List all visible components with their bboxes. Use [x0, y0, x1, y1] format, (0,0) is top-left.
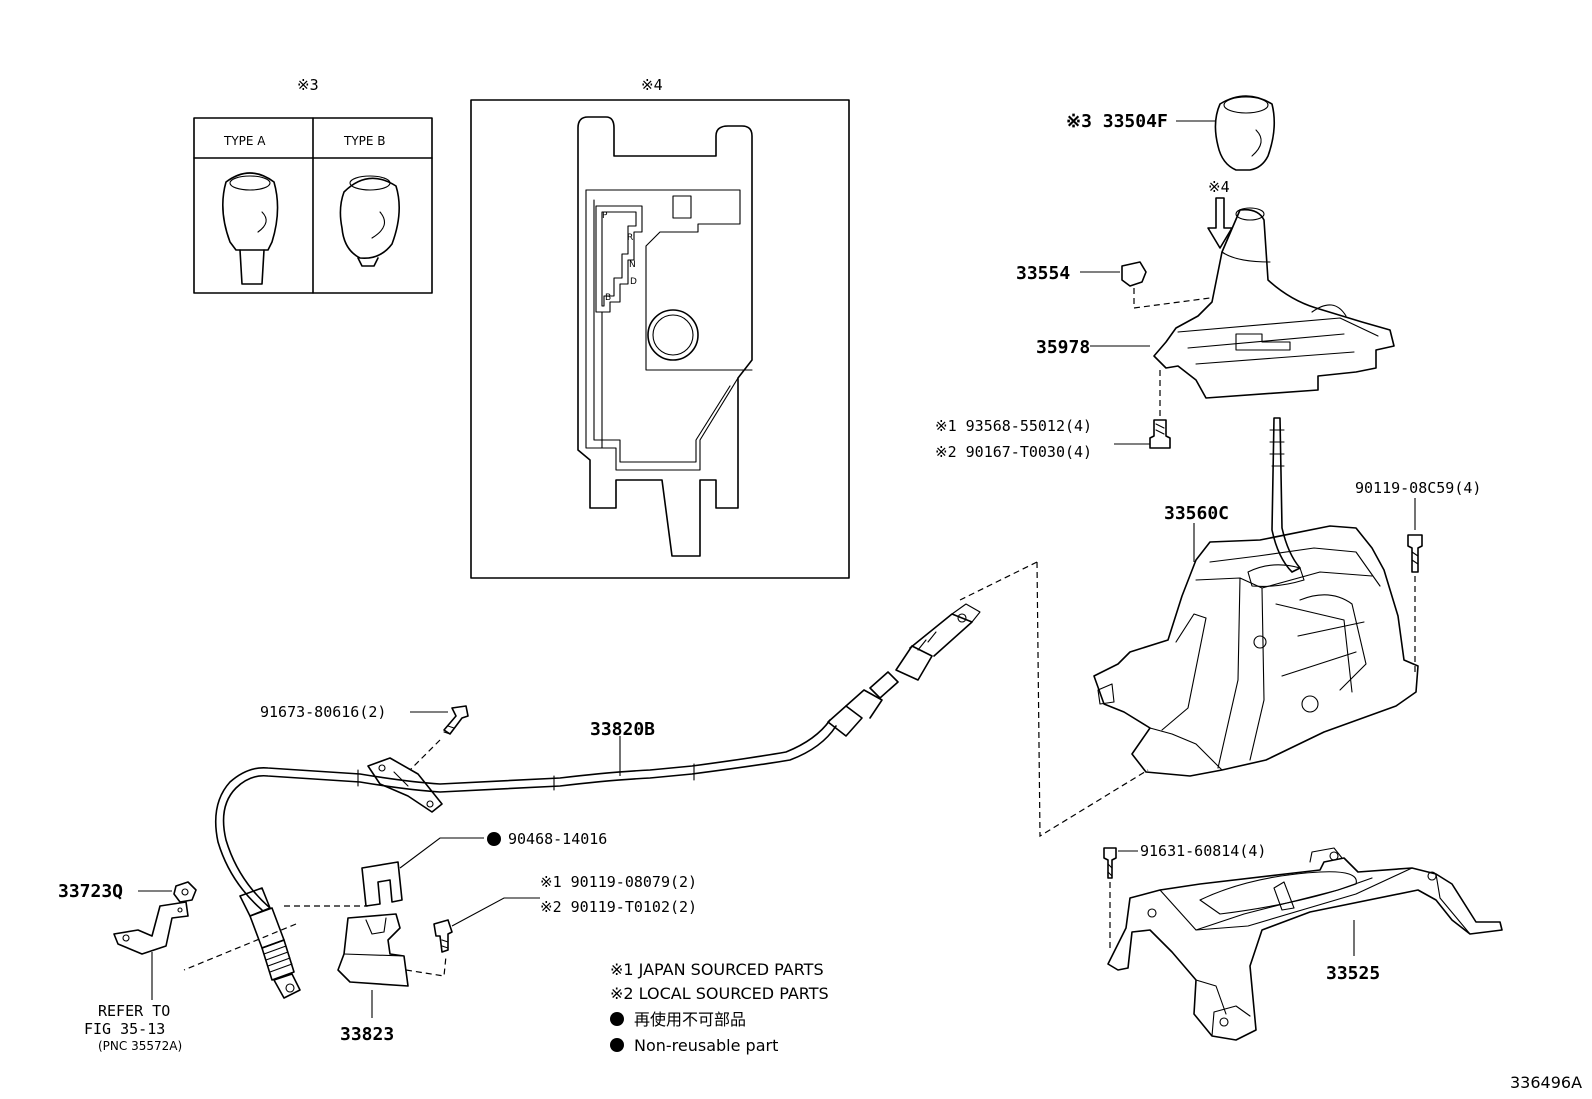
refer-line-3: (PNC 35572A) — [98, 1039, 182, 1053]
gate-letter-b: B — [605, 293, 611, 303]
legend-local-sourced: ※2 LOCAL SOURCED PARTS — [610, 984, 829, 1003]
inset-shift-gate: ※4 P R N D B — [470, 76, 850, 579]
gate-letter-r: R — [627, 233, 633, 243]
gate-letter-n: N — [629, 260, 636, 270]
shift-knob-33504f: ※3 33504F ※4 — [1066, 95, 1276, 249]
label-91673: 91673-80616(2) — [260, 703, 386, 721]
bracket-33823: 33823 — [337, 913, 447, 1045]
legend-dot-icon — [610, 1038, 624, 1052]
inset-gate-frame — [470, 99, 850, 579]
legend: ※1 JAPAN SOURCED PARTS ※2 LOCAL SOURCED … — [610, 960, 829, 1055]
cable-routing-line-2 — [1036, 561, 1149, 838]
bracket-33525: 33525 — [1107, 847, 1503, 1041]
gate-letter-d: D — [630, 277, 637, 287]
clip-33554: 33554 — [1016, 261, 1211, 309]
non-reusable-dot-icon — [487, 832, 501, 846]
legend-dot-icon — [610, 1012, 624, 1026]
type-b-label: TYPE B — [343, 134, 386, 148]
figure-id: 336496A — [1510, 1073, 1582, 1092]
label-90468: 90468-14016 — [508, 830, 607, 848]
label-90119-08079: ※1 90119-08079(2) — [540, 873, 697, 891]
shift-cable-33820b: 33820B — [183, 603, 981, 999]
shift-bezel-35978: 35978 — [1036, 207, 1395, 399]
label-33554: 33554 — [1016, 263, 1070, 284]
label-90119-08c59: 90119-08C59(4) — [1355, 479, 1481, 497]
bolt-90119-08079: ※1 90119-08079(2) ※2 90119-T0102(2) — [433, 873, 697, 953]
clip-90468: 90468-14016 — [361, 830, 607, 907]
label-90167: ※2 90167-T0030(4) — [935, 443, 1092, 461]
legend-nonreusable-jp: 再使用不可部品 — [634, 1010, 746, 1029]
inset-type-ref-mark: ※3 — [297, 76, 319, 94]
label-33823: 33823 — [340, 1024, 394, 1045]
label-93568: ※1 93568-55012(4) — [935, 417, 1092, 435]
label-90119-t0102: ※2 90119-T0102(2) — [540, 898, 697, 916]
knob-type-a-icon — [222, 172, 279, 285]
label-33723q: 33723Q — [58, 881, 123, 902]
inset-gate-ref-mark: ※4 — [641, 76, 663, 94]
type-a-label: TYPE A — [223, 134, 266, 148]
inset-knob-types: ※3 TYPE A TYPE B — [193, 76, 433, 294]
refer-line-2: FIG 35-13 — [84, 1020, 165, 1038]
screw-93568: ※1 93568-55012(4) ※2 90167-T0030(4) — [935, 370, 1171, 461]
label-33504f: ※3 33504F — [1066, 111, 1168, 132]
cable-routing-line — [959, 561, 1038, 601]
legend-nonreusable-en: Non-reusable part — [634, 1036, 778, 1055]
gate-letter-p: P — [602, 211, 608, 221]
label-ref4-arrow: ※4 — [1208, 178, 1230, 196]
legend-japan-sourced: ※1 JAPAN SOURCED PARTS — [610, 960, 824, 979]
label-33820b: 33820B — [590, 719, 655, 740]
arrow-down-icon — [1207, 197, 1233, 249]
gate-round-hole — [647, 309, 699, 361]
bolt-91631: 91631-60814(4) — [1103, 842, 1266, 950]
gate-slot — [595, 205, 643, 313]
bracket-ref-fig: REFER TO FIG 35-13 (PNC 35572A) — [84, 901, 189, 1053]
label-33560c: 33560C — [1164, 503, 1229, 524]
bolt-90119-08c59: 90119-08C59(4) — [1355, 479, 1481, 672]
shift-lever-assy-33560c: 33560C — [1093, 417, 1419, 777]
label-91631: 91631-60814(4) — [1140, 842, 1266, 860]
bolt-91673: 91673-80616(2) — [260, 703, 469, 771]
refer-line-1: REFER TO — [98, 1002, 170, 1020]
label-33525: 33525 — [1326, 963, 1380, 984]
knob-type-b-icon — [339, 175, 400, 267]
nut-33723q: 33723Q — [58, 881, 197, 903]
label-35978: 35978 — [1036, 337, 1090, 358]
